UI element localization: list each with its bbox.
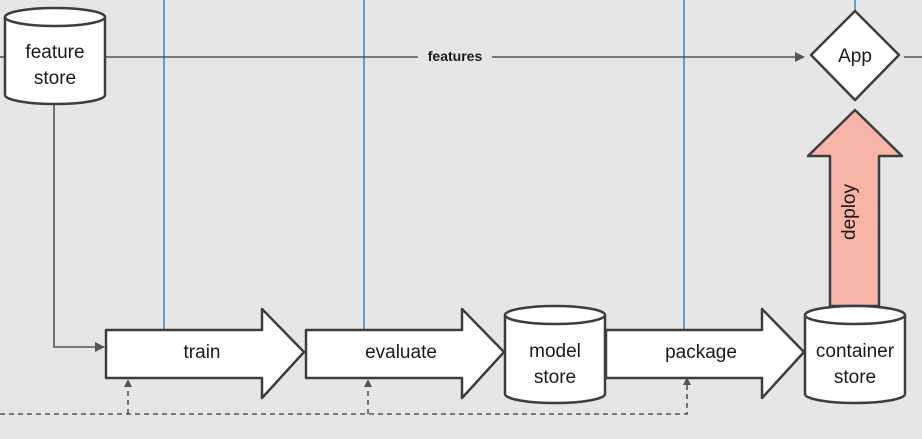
container-store-label-line2: store [834, 367, 876, 388]
package-node[interactable]: package [604, 307, 806, 400]
feature-store-label-line2: store [34, 68, 76, 89]
features-edge-label: features [428, 48, 483, 64]
model-store-node[interactable]: model store [503, 304, 607, 405]
train-label: train [184, 342, 221, 363]
package-label: package [665, 342, 737, 363]
train-node[interactable]: train [104, 307, 306, 400]
evaluate-node[interactable]: evaluate [304, 307, 506, 400]
app-node[interactable]: App [809, 9, 901, 102]
deploy-label: deploy [839, 184, 860, 240]
container-store-label-line1: container [816, 341, 895, 362]
evaluate-label: evaluate [365, 342, 437, 363]
deploy-arrow[interactable]: deploy [806, 108, 904, 308]
feature-store-to-train-edge [53, 104, 105, 352]
app-label: App [838, 46, 872, 67]
feedback-dashed-edge [0, 377, 691, 415]
model-store-label-line2: store [534, 367, 576, 388]
features-edge-label-bg [418, 47, 492, 65]
model-store-label-line1: model [529, 341, 581, 362]
feature-store-label-line1: feature [25, 42, 84, 63]
container-store-node[interactable]: container store [803, 304, 907, 405]
feature-store-node[interactable]: feature store [3, 6, 107, 106]
